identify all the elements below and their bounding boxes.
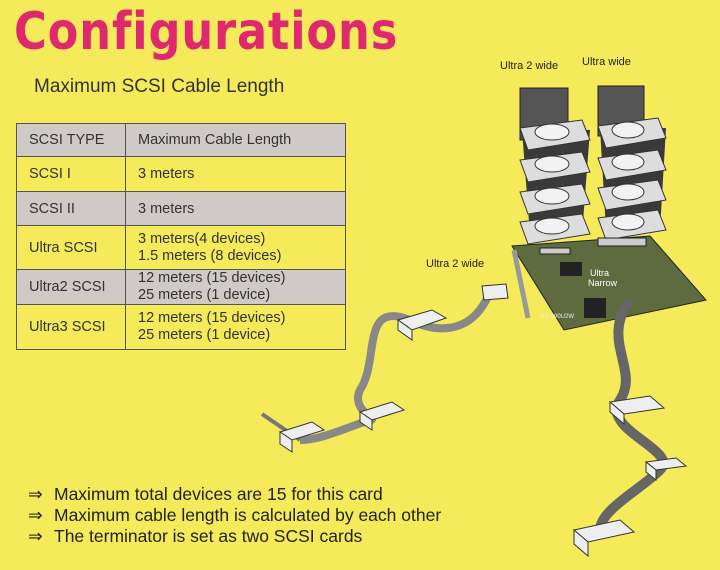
label-ultra: Ultra: [590, 268, 610, 278]
arrow-icon: ⇒: [28, 484, 43, 504]
note-text: The terminator is set as two SCSI cards: [54, 526, 363, 546]
ribbon-cable-right: [595, 297, 668, 531]
note-item: ⇒ The terminator is set as two SCSI cards: [28, 526, 441, 547]
page-subtitle: Maximum SCSI Cable Length: [34, 76, 285, 97]
cable-length-table: SCSI TYPE Maximum Cable Length SCSI I 3 …: [16, 123, 346, 350]
ultra2-wide-drive-stack: [519, 87, 591, 245]
length-cell: 12 meters (15 devices) 25 meters (1 devi…: [125, 269, 346, 305]
length-cell: 3 meters(4 devices) 1.5 meters (8 device…: [125, 225, 346, 270]
length-line: 12 meters (15 devices): [138, 310, 286, 326]
ultra-wide-drive-stack: [597, 85, 667, 241]
card-model-label: DC-390U2W: [540, 314, 574, 320]
arrow-icon: ⇒: [28, 526, 43, 546]
ribbon-cable-left: [299, 290, 494, 444]
notes-list: ⇒ Maximum total devices are 15 for this c…: [28, 484, 441, 547]
note-text: Maximum total devices are 15 for this ca…: [54, 484, 383, 504]
table-row: Ultra SCSI 3 meters(4 devices) 1.5 meter…: [16, 225, 346, 270]
table-header-row: SCSI TYPE Maximum Cable Length: [16, 123, 346, 157]
length-line: 12 meters (15 devices): [138, 270, 286, 286]
note-text: Maximum cable length is calculated by ea…: [54, 505, 442, 525]
scsi-type-cell: Ultra SCSI: [16, 225, 126, 270]
note-item: ⇒ Maximum total devices are 15 for this c…: [28, 484, 441, 505]
length-cell: 3 meters: [125, 156, 346, 192]
length-cell: 12 meters (15 devices) 25 meters (1 devi…: [125, 304, 346, 350]
label-ultra2-wide-card: Ultra 2 wide: [426, 258, 485, 270]
label-ultra-wide: Ultra wide: [582, 56, 631, 68]
table-row: Ultra2 SCSI 12 meters (15 devices) 25 me…: [16, 269, 346, 305]
table-row: SCSI I 3 meters: [16, 156, 346, 192]
scsi-type-cell: Ultra3 SCSI: [16, 304, 126, 350]
table-row: SCSI II 3 meters: [16, 191, 346, 226]
arrow-icon: ⇒: [28, 505, 43, 525]
label-ultra2-wide-top: Ultra 2 wide: [500, 60, 559, 72]
length-line: 25 meters (1 device): [138, 327, 271, 343]
page-title: Configurations: [14, 2, 399, 62]
length-line: 1.5 meters (8 devices): [138, 247, 282, 264]
label-narrow: Narrow: [588, 278, 618, 288]
scsi-type-cell: SCSI II: [16, 191, 126, 226]
table-row: Ultra3 SCSI 12 meters (15 devices) 25 me…: [16, 304, 346, 350]
external-devices: [278, 283, 688, 558]
length-cell: 3 meters: [125, 191, 346, 226]
header-scsi-type: SCSI TYPE: [16, 123, 126, 157]
scsi-card: DC-390U2W: [511, 235, 707, 331]
length-line: 25 meters (1 device): [138, 287, 271, 303]
note-item: ⇒ Maximum cable length is calculated by e…: [28, 505, 441, 526]
length-line: 3 meters(4 devices): [138, 230, 266, 247]
scsi-type-cell: SCSI I: [16, 156, 126, 192]
